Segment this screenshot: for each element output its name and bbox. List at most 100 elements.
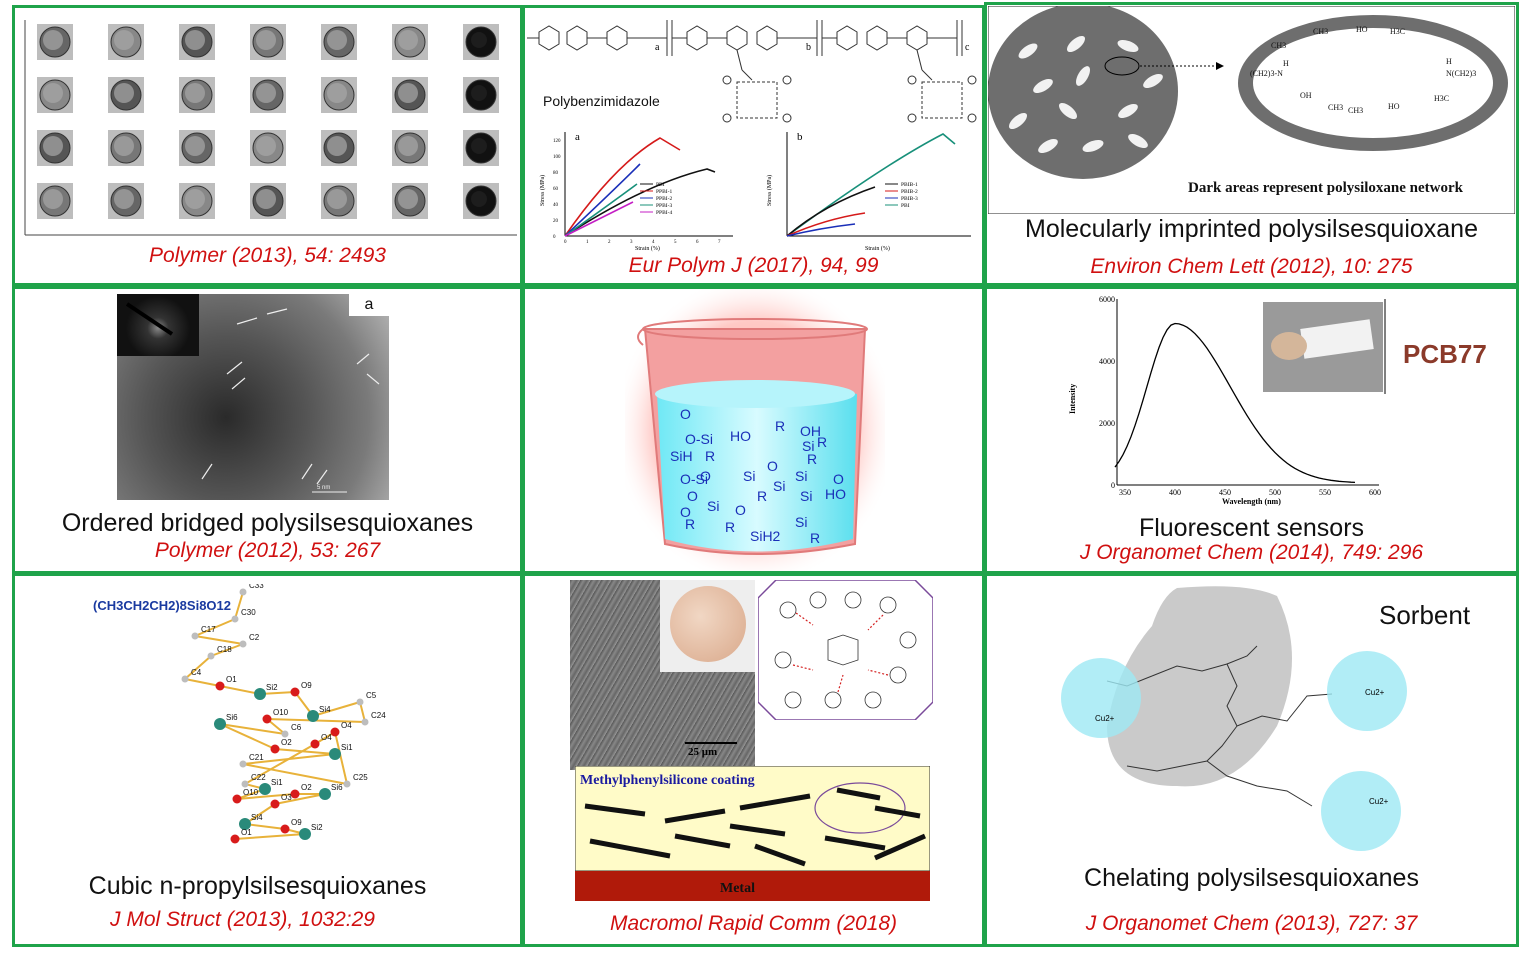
x-tick-label: 7 — [718, 240, 721, 245]
y-tick-label: 60 — [553, 187, 559, 192]
chart-a-legend: PBI PPBI-1 PPBI-2 PPBI-3 PPBI-4 — [640, 182, 672, 216]
y-tick-label: 0 — [553, 235, 556, 240]
chain-label-b: b — [806, 42, 811, 53]
y-label: Intensity — [1068, 384, 1077, 414]
atom — [262, 714, 272, 724]
chart-b-label: b — [797, 131, 803, 143]
emission-curve — [1114, 322, 1356, 484]
x-tick-label: 500 — [1269, 488, 1281, 497]
atom-label: O2 — [301, 783, 312, 792]
atom — [319, 788, 331, 800]
citation: Environ Chem Lett (2012), 10: 275 — [1090, 255, 1413, 278]
atom — [307, 710, 319, 722]
citation: Polymer (2012), 53: 267 — [154, 539, 381, 562]
caption: Molecularly imprinted polysilsesquioxane — [1025, 215, 1478, 243]
caption: Fluorescent sensors — [1138, 514, 1365, 542]
y-tick-label: 120 — [553, 139, 561, 144]
atom — [343, 780, 351, 788]
cu-complex-2 — [1327, 651, 1407, 731]
panel-imprinted: CH3 CH3 HO H3C (CH2)3-N H H N(CH2)3 OH C… — [984, 2, 1519, 286]
y-tick-label: 40 — [553, 203, 559, 208]
structure-atom-label: R — [725, 519, 735, 535]
x-tick-label: 5 — [674, 240, 677, 245]
network-zoom — [758, 580, 933, 720]
atom-label: C30 — [241, 608, 256, 617]
panel-chelating: Cu2+ Cu2+ Cu2+ Sorbent Chelating polysil… — [984, 573, 1519, 947]
sorbent-schematic: Cu2+ Cu2+ Cu2+ — [1061, 586, 1407, 851]
atom — [181, 675, 189, 683]
x-tick-label: 2 — [608, 240, 611, 245]
atom — [239, 588, 247, 596]
citation: J Organomet Chem (2014), 749: 296 — [1079, 541, 1424, 564]
atom-label: O9 — [291, 818, 302, 827]
atom — [290, 789, 300, 799]
atom-label: Si4 — [319, 705, 331, 714]
series-pbi — [786, 133, 956, 237]
chart-b-legend: PBIB-1 PBIB-2 PBIB-3 PBI — [885, 182, 918, 209]
chain-label-c: c — [965, 42, 970, 53]
atom — [239, 818, 251, 830]
structure-atom-label: O — [767, 458, 778, 474]
atom — [231, 615, 239, 623]
structure-atom-label: O — [680, 406, 691, 422]
structure-atom-label: Si — [795, 514, 807, 530]
panel-coating: 25 μm Methylphenylsilicone coating Metal… — [522, 573, 985, 947]
y-tick-label: 6000 — [1099, 295, 1115, 304]
x-label: Wavelength (nm) — [1222, 497, 1281, 506]
atom-label: C22 — [251, 773, 266, 782]
svg-text:PBI: PBI — [656, 182, 665, 188]
atom — [299, 828, 311, 840]
citation: Macromol Rapid Comm (2018) — [609, 912, 898, 935]
chart-a-label: a — [575, 131, 580, 143]
atom — [207, 652, 215, 660]
atom-label: Si6 — [331, 783, 343, 792]
atom-label: O10 — [273, 708, 289, 717]
y-tick-label: 80 — [553, 171, 559, 176]
scale-label: 5 nm — [317, 485, 330, 491]
x-tick-label: 0 — [564, 240, 567, 245]
atom — [329, 748, 341, 760]
svg-text:(CH2)3-N: (CH2)3-N — [1250, 69, 1283, 78]
ion-label-2: Cu2+ — [1365, 688, 1385, 697]
imprinted-schematic: CH3 CH3 HO H3C (CH2)3-N H H N(CH2)3 OH C… — [988, 6, 1515, 214]
structure-atom-label: O-Si — [680, 471, 708, 487]
citation: J Organomet Chem (2013), 727: 37 — [1085, 912, 1418, 935]
x-tick-label: 1 — [586, 240, 589, 245]
structure-label: Polybenzimidazole — [543, 93, 660, 109]
svg-text:CH3: CH3 — [1328, 103, 1343, 112]
panel-particles: Polymer (2013), 54: 2493 — [12, 5, 523, 286]
atom — [281, 730, 289, 738]
svg-text:HO: HO — [1356, 25, 1368, 34]
atom-label: C21 — [249, 753, 264, 762]
atom-label: O2 — [281, 738, 292, 747]
svg-text:CH3: CH3 — [1348, 106, 1363, 115]
svg-text:PPBI-1: PPBI-1 — [656, 189, 672, 195]
sorbent-label: Sorbent — [1379, 600, 1471, 630]
atom — [241, 780, 249, 788]
svg-text:PPBI-2: PPBI-2 — [656, 196, 672, 202]
stress-strain-chart-a: a Stress (MPa) Strain (%) 02040608010012… — [539, 131, 733, 252]
structure-atom-label: R — [775, 418, 785, 434]
atom — [356, 698, 364, 706]
atom-label: O3 — [281, 793, 292, 802]
structure-atom-label: Si — [800, 488, 812, 504]
panel-letter: a — [349, 294, 389, 316]
structure-atom-label: O — [687, 488, 698, 504]
atom — [330, 727, 340, 737]
structure-atom-label: SiH2 — [750, 528, 781, 544]
series-ppbi-2 — [564, 163, 641, 237]
atom-label: Si2 — [311, 823, 323, 832]
structure-atom-label: O — [680, 504, 691, 520]
structure-atom-label: O-Si — [685, 431, 713, 447]
y-tick-label: 4000 — [1099, 357, 1115, 366]
cu-complex-1 — [1061, 658, 1141, 738]
structure-atom-label: Si — [795, 468, 807, 484]
series-pbib-1 — [786, 186, 876, 237]
metal-label: Metal — [720, 881, 755, 896]
x-tick-label: 3 — [630, 240, 633, 245]
series-pbi — [564, 168, 716, 237]
